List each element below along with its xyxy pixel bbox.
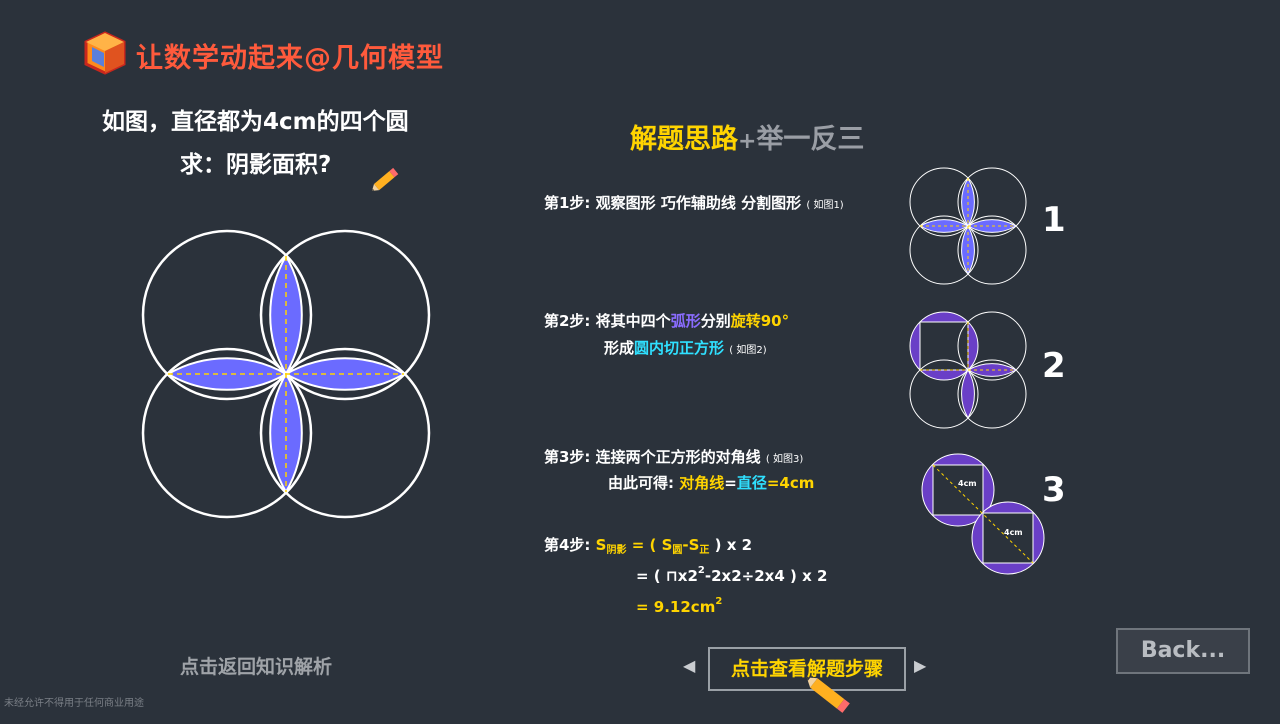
step-4-formula-tail: ) x 2 bbox=[714, 536, 753, 554]
step-2-line-1: 第2步: 将其中四个弧形分别旋转90° bbox=[544, 310, 789, 331]
step-3-line-1: 第3步: 连接两个正方形的对角线 ( 如图3) bbox=[544, 446, 803, 467]
pencil-icon bbox=[800, 668, 856, 724]
step-3-eq1: = bbox=[724, 474, 737, 492]
cube-logo-icon bbox=[82, 30, 128, 76]
step-2-note: ( 如图2) bbox=[729, 345, 767, 356]
step-2-line2-a: 形成 bbox=[604, 339, 635, 357]
step-3-diagonal: 对角线 bbox=[679, 474, 725, 492]
step-3-line-2: 由此可得: 对角线=直径=4cm bbox=[608, 472, 814, 493]
app-title: 让数学动起来@几何模型 bbox=[136, 43, 444, 74]
circle-top-left bbox=[141, 229, 313, 401]
step-2-line-2: 形成圆内切正方形 ( 如图2) bbox=[604, 337, 767, 358]
figure-3: 4cm 4cm bbox=[918, 452, 1048, 580]
prev-arrow-icon[interactable]: ◀ bbox=[683, 656, 696, 675]
step-4-line-2: = ( ⊓x22-2x2÷2x4 ) x 2 bbox=[636, 565, 828, 585]
step-3-text: 连接两个正方形的对角线 bbox=[595, 448, 761, 466]
step-4-line-1: 第4步: S阴影 = ( S圆-S正 ) x 2 bbox=[544, 534, 752, 556]
figure-1 bbox=[906, 164, 1030, 292]
circle-bottom-left bbox=[141, 347, 313, 519]
step-1-text: 观察图形 巧作辅助线 分割图形 bbox=[595, 194, 802, 212]
step-3-label: 第3步: bbox=[544, 448, 591, 466]
step-3-diameter: 直径 bbox=[736, 474, 767, 492]
step-3-note: ( 如图3) bbox=[765, 454, 804, 465]
step-3-eq2: =4cm bbox=[766, 474, 815, 492]
step-2-text-b: 分别 bbox=[700, 312, 731, 330]
figure-3-number: 3 bbox=[1042, 470, 1066, 510]
back-button[interactable]: Back... bbox=[1116, 628, 1250, 674]
watermark: 未经允许不得用于任何商业用途 bbox=[4, 698, 144, 709]
step-2-text-a: 将其中四个 bbox=[595, 312, 671, 330]
step-2-arc: 弧形 bbox=[670, 312, 701, 330]
step-4-formula: S阴影 = ( S圆-S正 bbox=[595, 536, 710, 556]
pencil-icon bbox=[368, 164, 402, 200]
step-2-inscribed-square: 圆内切正方形 bbox=[634, 339, 725, 357]
svg-text:4cm: 4cm bbox=[1004, 528, 1023, 537]
solution-heading: 解题思路+举一反三 bbox=[630, 117, 864, 156]
circle-bottom-right bbox=[259, 347, 431, 519]
svg-text:4cm: 4cm bbox=[958, 479, 977, 488]
heading-plus: + bbox=[738, 129, 757, 154]
figure-2 bbox=[906, 308, 1030, 436]
question-line-1: 如图，直径都为4cm的四个圆 bbox=[102, 109, 409, 135]
step-4-label: 第4步: bbox=[544, 536, 591, 554]
question-line-2: 求：阴影面积? bbox=[180, 152, 332, 178]
heading-extension: 举一反三 bbox=[756, 124, 865, 155]
step-1: 第1步: 观察图形 巧作辅助线 分割图形 ( 如图1) bbox=[544, 192, 844, 213]
step-2-rotate: 旋转90° bbox=[730, 312, 790, 330]
step-2-label: 第2步: bbox=[544, 312, 591, 330]
next-arrow-icon[interactable]: ▶ bbox=[914, 656, 927, 675]
back-to-analysis-link[interactable]: 点击返回知识解析 bbox=[180, 656, 333, 678]
step-1-note: ( 如图1) bbox=[806, 200, 844, 211]
step-3-line2-a: 由此可得: bbox=[608, 474, 674, 492]
figure-1-number: 1 bbox=[1042, 200, 1066, 240]
step-4-line-3: = 9.12cm2 bbox=[636, 596, 723, 616]
circle-top-right bbox=[259, 229, 431, 401]
step-1-label: 第1步: bbox=[544, 194, 591, 212]
heading-solution-idea: 解题思路 bbox=[630, 124, 738, 155]
figure-2-number: 2 bbox=[1042, 346, 1066, 386]
main-four-circles-figure bbox=[134, 222, 438, 530]
view-solution-steps-button[interactable]: 点击查看解题步骤 bbox=[708, 647, 906, 691]
